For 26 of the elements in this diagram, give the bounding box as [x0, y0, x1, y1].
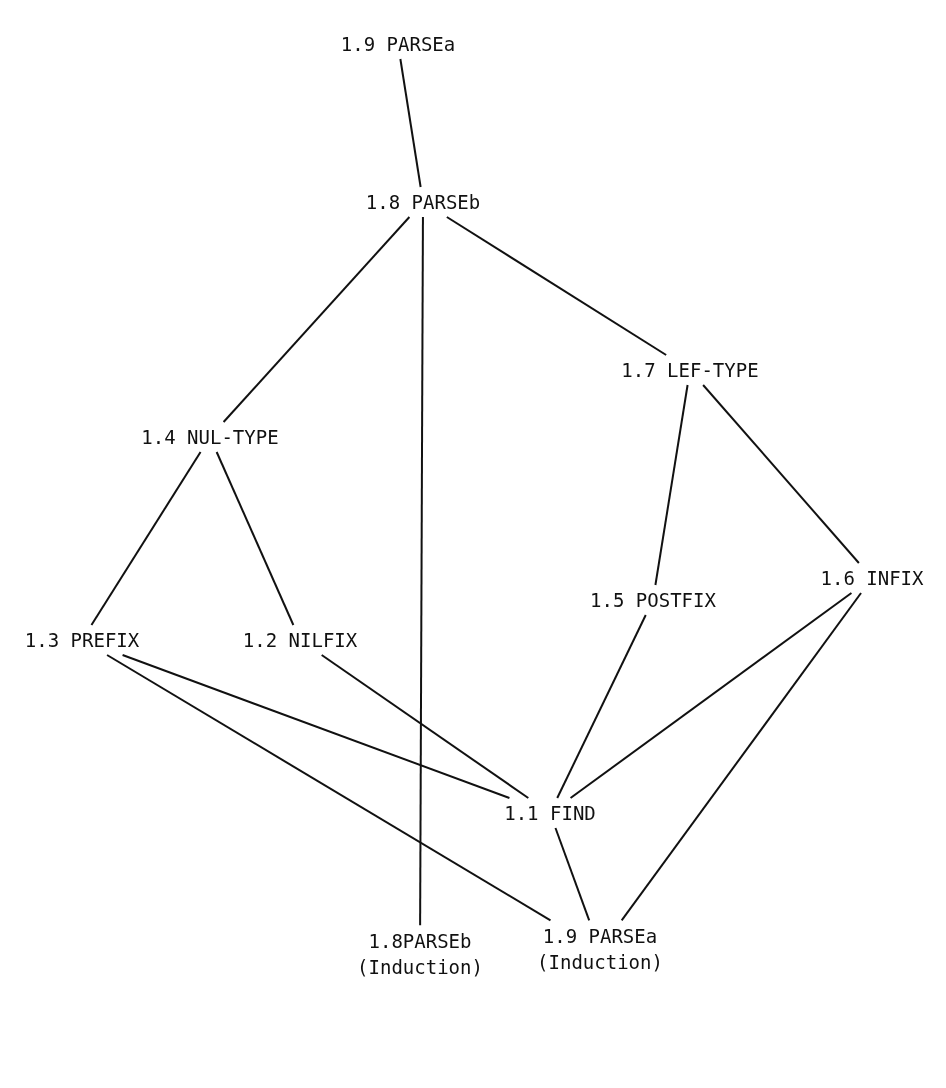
node-label: 1.9 PARSEa (Induction) [536, 924, 664, 975]
connector-line [90, 451, 202, 626]
connector-line [554, 827, 591, 922]
node-label: 1.5 POSTFIX [590, 589, 716, 611]
connector-line [654, 384, 689, 586]
connector-line [215, 451, 295, 626]
connector-line [620, 592, 863, 922]
node-label: 1.7 LEF-TYPE [621, 359, 759, 381]
node-label: 1.9 PARSEa [340, 33, 456, 55]
node-label: 1.3 PREFIX [24, 629, 140, 651]
node-label: 1.8PARSEb (Induction) [356, 929, 484, 980]
connector-line [445, 216, 668, 356]
connector-line [419, 216, 424, 927]
node-label: 1.2 NILFIX [242, 629, 358, 651]
node-label: 1.4 NUL-TYPE [141, 426, 279, 448]
node-label: 1.8 PARSEb [365, 191, 481, 213]
node-label: 1.1 FIND [504, 802, 596, 824]
node-label: 1.6 INFIX [820, 567, 924, 589]
connector-line [106, 654, 552, 922]
connector-line [222, 216, 411, 423]
connector-line [556, 614, 647, 799]
connector-line [320, 654, 530, 799]
connector-line [702, 384, 860, 564]
connector-line [569, 592, 853, 799]
connector-line [121, 654, 511, 799]
connector-line [399, 58, 422, 188]
